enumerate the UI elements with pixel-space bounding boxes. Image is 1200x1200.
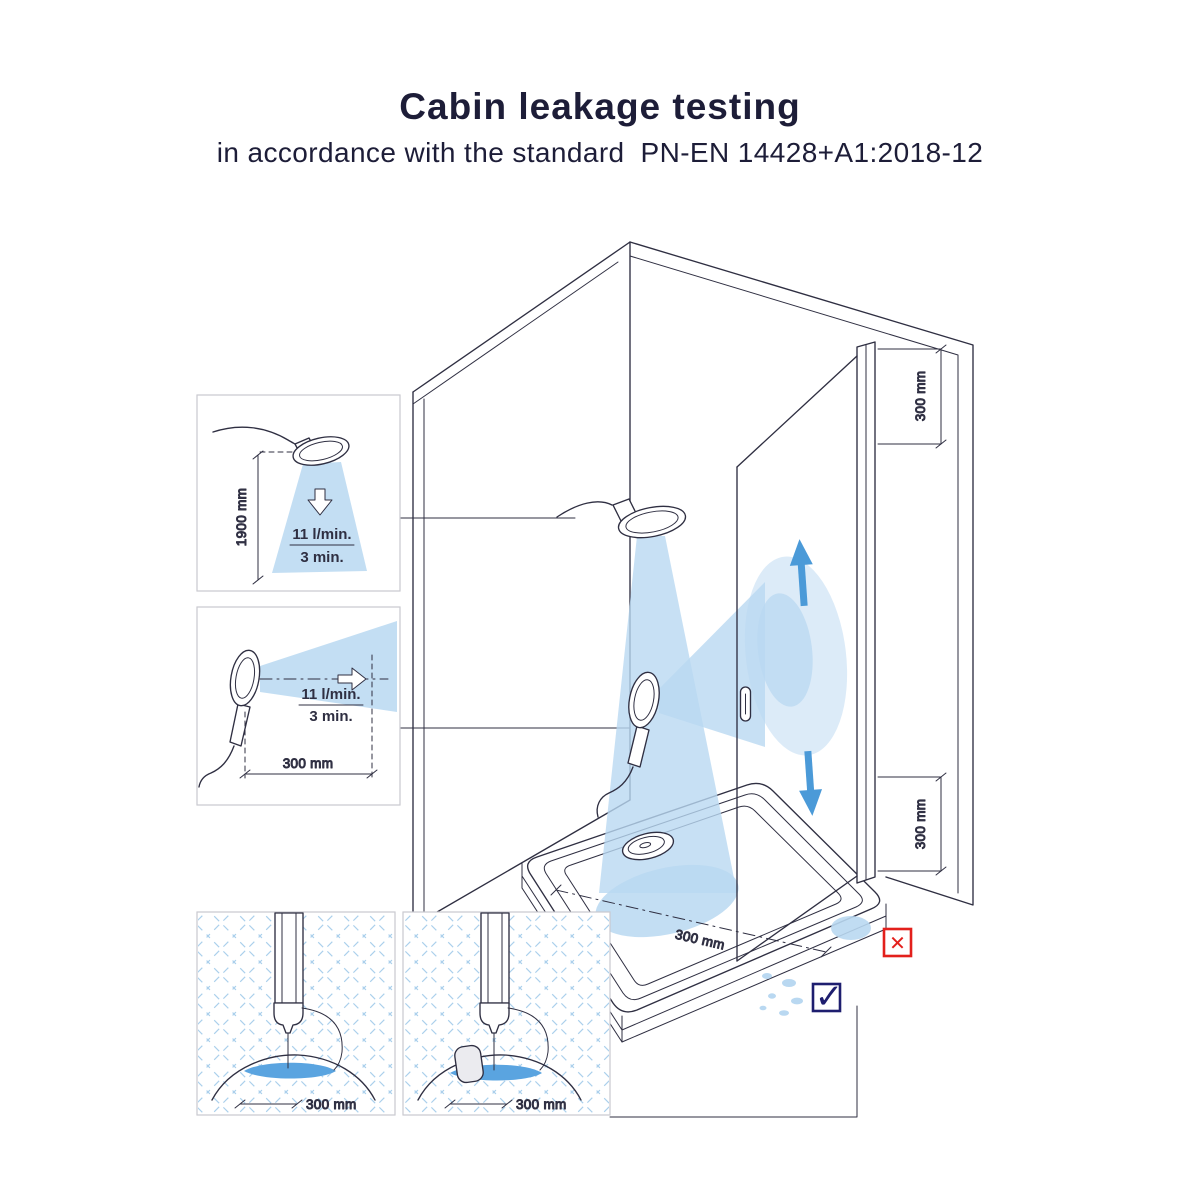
leak-droplets (759, 973, 803, 1016)
dim-top-zone: 300 mm (877, 344, 947, 449)
dim-label-distance: 300 mm (306, 1097, 357, 1112)
shower-head-nozzles (298, 440, 344, 462)
shower-head-nozzles (234, 657, 256, 699)
inset-vertical-spray-panel: 11 l/min. 3 min. 1900 mm (196, 394, 401, 592)
spray-cone-vertical (595, 536, 739, 938)
fail-box (882, 927, 913, 958)
right-arrow-outline-icon (337, 667, 367, 691)
glass-section (274, 912, 304, 1004)
pass-box (811, 982, 842, 1013)
spray-cone-horizontal (659, 582, 765, 747)
dim-label-height: 1900 mm (234, 488, 249, 546)
shower-hose (556, 501, 613, 518)
left-wall-edge (412, 241, 631, 801)
surface-dome (417, 1054, 582, 1101)
shower-handle (627, 725, 650, 768)
glass-bottom-edge (736, 875, 858, 962)
bottom-seal (273, 1002, 304, 1034)
glass-panel (736, 341, 876, 962)
time-label: 3 min. (309, 708, 352, 725)
dim-distance: 300 mm (239, 654, 378, 779)
water-runoff-curve (301, 1007, 343, 1071)
shower-head-vertical (556, 498, 687, 539)
glass-spray-ellipse-small (757, 593, 813, 707)
right-wall-thickness (629, 255, 959, 894)
inset-seal-jet-panel: 300 mm (196, 911, 396, 1116)
water-runoff-curve (507, 1007, 549, 1071)
shower-head-nozzles (625, 510, 679, 534)
glass-top-edge (736, 355, 858, 468)
spray-impact-pool (595, 864, 739, 938)
shower-head-face (229, 649, 261, 707)
flow-rate-fraction: 11 l/min. 3 min. (289, 526, 355, 566)
shower-hose (596, 766, 634, 818)
leak-puddle-outside (831, 916, 871, 940)
left-wall-thickness (412, 261, 619, 405)
fail-cross-icon: ✕ (889, 931, 906, 955)
inset-seal-spray-panel: 300 mm (402, 911, 611, 1116)
page-title: Cabin leakage testing (399, 86, 801, 127)
tray-drain (621, 831, 675, 861)
dim-label-distance: 300 mm (516, 1097, 567, 1112)
glass-section (480, 912, 510, 1004)
shower-head-face (628, 671, 660, 729)
shower-hose (198, 745, 235, 788)
dim-distance: 300 mm (234, 1097, 357, 1113)
shower-head-face (617, 505, 687, 539)
spray-cone (260, 621, 397, 712)
connector-lines (399, 517, 858, 1118)
fail-indicator: ✕ (882, 927, 913, 958)
flow-rate-fraction: 11 l/min. 3 min. (298, 686, 364, 725)
down-arrow-outline-icon (307, 488, 333, 516)
pass-indicator: ✓ (811, 977, 844, 1017)
leader-seal-details (609, 1005, 858, 1118)
time-label: 3 min. (300, 549, 343, 566)
dim-label-bottom-zone: 300 mm (913, 799, 928, 850)
inset-horizontal-spray-panel: 11 l/min. 3 min. 300 mm (196, 606, 401, 806)
dim-bottom-zone: 300 mm (877, 772, 947, 876)
spray-nozzle (454, 1044, 484, 1084)
dim-height: 1900 mm (234, 450, 293, 585)
shower-head-nozzles (633, 679, 655, 721)
glass-section-lines (281, 912, 297, 1004)
standard-code: PN-EN 14428+A1:2018-12 (640, 137, 984, 168)
dim-distance: 300 mm (444, 1097, 567, 1113)
arrow-up-icon (789, 539, 813, 607)
shower-head-face (292, 436, 350, 466)
tray-floor (564, 805, 842, 986)
flow-label: 11 l/min. (301, 686, 360, 703)
glass-section-lines (487, 912, 503, 1004)
pass-check-icon: ✓ (815, 977, 844, 1017)
flow-label: 11 l/min. (292, 526, 351, 543)
surface-dome (211, 1054, 376, 1101)
right-wall-edge (629, 241, 974, 906)
dim-label-top-zone: 300 mm (913, 371, 928, 422)
shower-head-horizontal (596, 671, 660, 818)
water-puddle (244, 1062, 336, 1079)
page-subtitle: in accordance with the standard PN-EN 144… (0, 137, 1200, 169)
bottom-seal (479, 1002, 510, 1034)
dim-label-distance: 300 mm (283, 756, 334, 771)
arrow-down-icon (799, 750, 823, 816)
subtitle-text: in accordance with the standard (216, 137, 625, 168)
page-header: Cabin leakage testing in accordance with… (0, 86, 1200, 169)
tray-rim-inner (543, 793, 863, 1001)
